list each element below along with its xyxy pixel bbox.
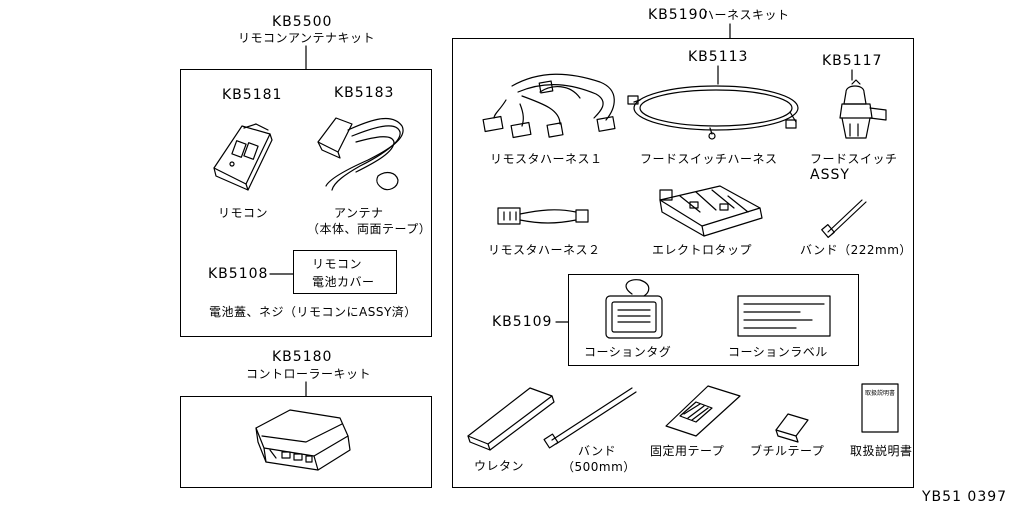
antenna-note: （本体、両面テープ） <box>307 222 432 236</box>
fixing-tape-label: 固定用テープ <box>650 444 725 458</box>
band-500-icon <box>543 387 637 449</box>
kit-antenna-name: リモコンアンテナキット <box>238 31 376 45</box>
butyl-tape-label: ブチルテープ <box>750 444 825 458</box>
remote-icon <box>213 123 273 191</box>
kit-antenna-code: KB5500 <box>272 14 333 30</box>
kit-controller-name: コントローラーキット <box>246 367 372 381</box>
manual-cover-text: 取扱説明書 <box>865 390 896 397</box>
kit-harness-code: KB5190 <box>648 7 709 23</box>
hood-switch-line1: フードスイッチ <box>810 152 898 166</box>
kit-harness-name: ハーネスキット <box>702 8 790 22</box>
hood-harness-icon <box>627 85 799 140</box>
butyl-tape-icon <box>775 413 809 443</box>
antenna-label: アンテナ <box>334 206 384 220</box>
hood-harness-label: フードスイッチハーネス <box>640 152 778 166</box>
controller-icon <box>255 409 351 471</box>
caution-box <box>568 274 859 366</box>
remote-harness-2-label: リモスタハーネス２ <box>488 243 601 257</box>
band-500-line2: （500mm） <box>562 460 636 474</box>
tape-icon <box>665 385 741 437</box>
manual-icon <box>861 383 899 433</box>
urethane-label: ウレタン <box>474 459 525 473</box>
band-icon <box>821 199 867 239</box>
cover-code: KB5108 <box>208 266 269 282</box>
cover-line1: リモコン <box>312 257 363 271</box>
electro-tap-icon <box>659 185 763 237</box>
hood-switch-code: KB5117 <box>822 53 883 69</box>
diagram-id: YB51 0397 <box>922 489 1008 505</box>
electro-tap-label: エレクトロタップ <box>652 243 753 257</box>
antenna-icon <box>317 117 404 191</box>
urethane-icon <box>467 387 555 451</box>
hood-switch-line2: ASSY <box>810 167 850 183</box>
caution-tag-icon <box>605 279 663 339</box>
cover-box <box>293 250 397 294</box>
band-222-label: バンド（222mm） <box>800 243 912 257</box>
antenna-code: KB5183 <box>334 85 395 101</box>
caution-label-label: コーションラベル <box>728 345 828 359</box>
caution-code: KB5109 <box>492 314 553 330</box>
antenna-kit-footnote: 電池蓋、ネジ（リモコンにASSY済） <box>209 305 417 319</box>
remote-label: リモコン <box>218 206 269 220</box>
kit-controller-code: KB5180 <box>272 349 333 365</box>
caution-label-icon <box>737 295 831 337</box>
remote-code: KB5181 <box>222 87 283 103</box>
hood-switch-icon <box>839 79 887 139</box>
connector-icon <box>497 207 589 225</box>
cover-line2: 電池カバー <box>312 275 375 289</box>
hood-harness-code: KB5113 <box>688 49 749 65</box>
remote-harness-1-label: リモスタハーネス１ <box>490 152 603 166</box>
band-500-line1: バンド <box>578 444 617 458</box>
harness-icon <box>482 73 616 139</box>
caution-tag-label: コーションタグ <box>584 345 672 359</box>
kit-harness-box <box>452 38 914 488</box>
manual-label: 取扱説明書 <box>850 444 913 458</box>
